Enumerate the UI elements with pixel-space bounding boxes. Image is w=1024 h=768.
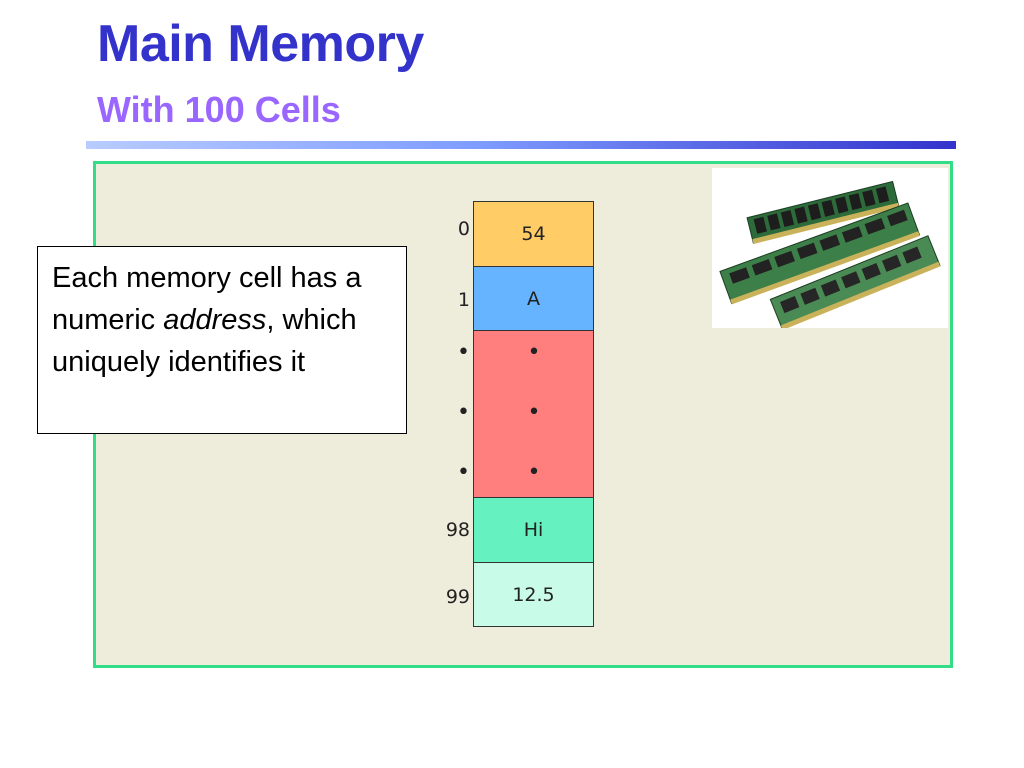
- address-label: 1: [457, 289, 470, 311]
- title-divider: [86, 141, 956, 149]
- address-ellipsis: •: [457, 400, 470, 425]
- address-label: 98: [445, 519, 470, 541]
- ram-modules-icon: [719, 180, 941, 331]
- memory-cell: 12.5: [473, 562, 594, 627]
- ram-modules-image: [712, 168, 948, 331]
- value-ellipsis: •: [527, 340, 541, 365]
- memory-cell: Hi: [473, 497, 594, 563]
- address-ellipsis: •: [457, 460, 470, 485]
- memory-cell: A: [473, 266, 594, 331]
- callout-text-end: , which uniquely identifies it: [52, 304, 357, 378]
- address-label: 0: [457, 218, 470, 240]
- callout-text: Each memory cell has a numeric: [52, 262, 362, 336]
- address-callout: Each memory cell has a numeric address, …: [37, 246, 407, 434]
- address-label: 99: [445, 586, 470, 608]
- memory-cell: 54: [473, 201, 594, 267]
- slide-subtitle: With 100 Cells: [97, 89, 341, 130]
- memory-cells-ellipsis: [473, 330, 594, 498]
- memory-diagram: 0 54 1 A • • • • • • 98 Hi 99 12.5: [0, 0, 594, 627]
- value-ellipsis: •: [527, 460, 541, 485]
- slide-title: Main Memory: [97, 15, 424, 73]
- callout-emphasis: address: [163, 304, 267, 336]
- address-ellipsis: •: [457, 340, 470, 365]
- value-ellipsis: •: [527, 400, 541, 425]
